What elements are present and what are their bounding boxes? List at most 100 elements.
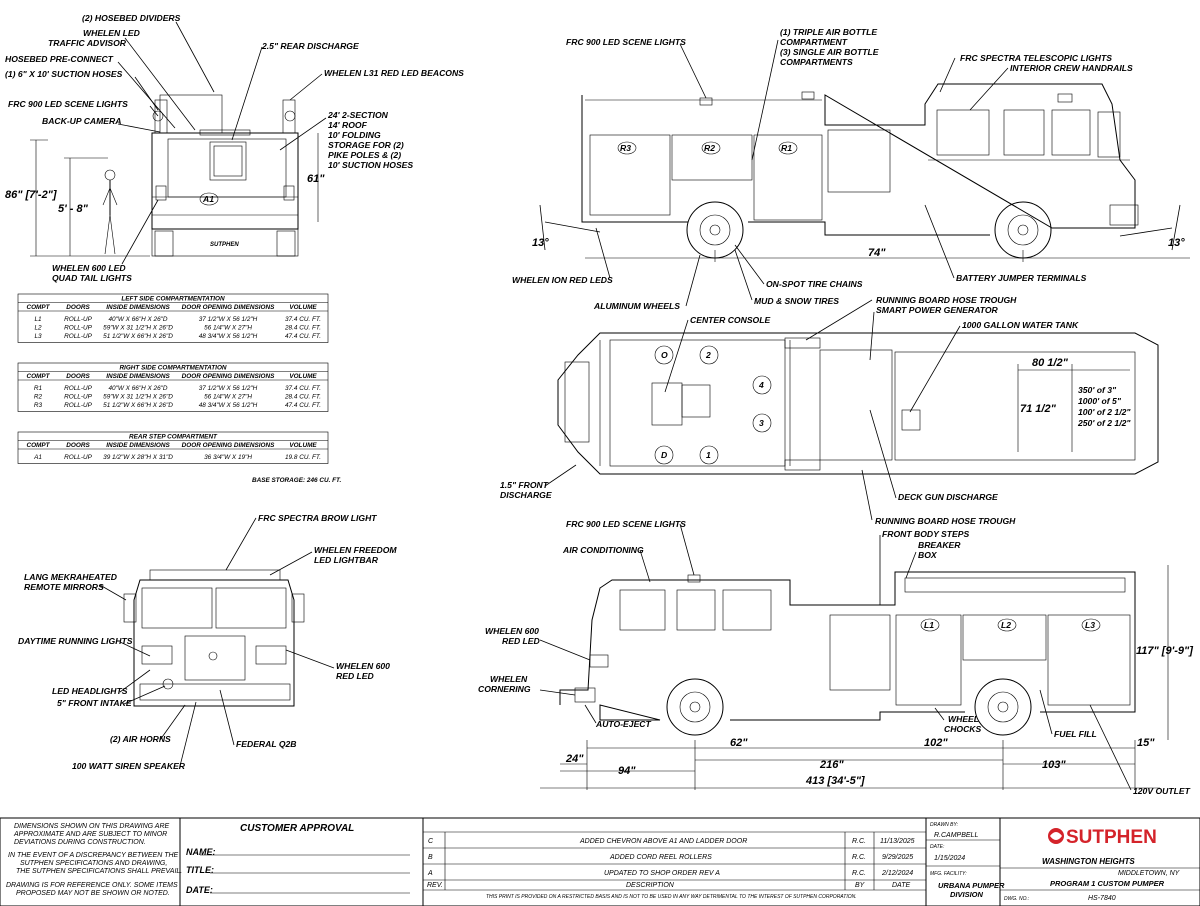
top-callout-front-discharge-1: 1.5" FRONT bbox=[500, 480, 549, 490]
table-title: LEFT SIDE COMPARTMENTATION bbox=[121, 296, 225, 303]
right-callout-ion: WHELEN ION RED LEDS bbox=[512, 275, 613, 285]
left-dim-15: 15" bbox=[1137, 737, 1155, 749]
rev-c-desc: ADDED CHEVRON ABOVE A1 AND LADDER DOOR bbox=[579, 838, 747, 845]
table-header: INSIDE DIMENSIONS bbox=[106, 373, 170, 380]
table-header: INSIDE DIMENSIONS bbox=[106, 304, 170, 311]
left-dim-94: 94" bbox=[618, 765, 636, 777]
right-callout-handrails: INTERIOR CREW HANDRAILS bbox=[1010, 63, 1133, 73]
approval-name-label: NAME: bbox=[186, 847, 216, 857]
rev-c-by: R.C. bbox=[852, 838, 866, 845]
callout-l31-beacons: WHELEN L31 RED LED BEACONS bbox=[324, 68, 464, 78]
hose-load-4: 250' of 2 1/2" bbox=[1077, 418, 1131, 428]
front-callout-air-horns: (2) AIR HORNS bbox=[110, 734, 171, 744]
table-cell: 48 3/4"W X 56 1/2"H bbox=[199, 402, 258, 409]
top-callout-trough: RUNNING BOARD HOSE TROUGH bbox=[876, 295, 1017, 305]
rear-view: A1 SUTPHEN 86" [7'-2"] 5' - 8" 61" (2) H… bbox=[5, 13, 464, 283]
table-cell: ROLL-UP bbox=[64, 454, 92, 461]
left-callout-auto-eject: AUTO-EJECT bbox=[595, 719, 652, 729]
left-callout-breaker-2: BOX bbox=[918, 550, 938, 560]
rev-a-desc: UPDATED TO SHOP ORDER REV A bbox=[604, 870, 720, 877]
right-side-view: R3 R2 R1 13° 13° 74" FRC 900 LED SCENE L… bbox=[512, 27, 1190, 311]
right-tag-r1: R1 bbox=[781, 143, 792, 153]
table-header: DOOR OPENING DIMENSIONS bbox=[182, 304, 275, 311]
left-callout-ac: AIR CONDITIONING bbox=[562, 545, 644, 555]
right-callout-air-1: (1) TRIPLE AIR BOTTLE bbox=[780, 27, 877, 37]
rear-compartment-tag: A1 bbox=[202, 194, 214, 204]
table-cell: 40"W X 66"H X 26"D bbox=[108, 316, 167, 323]
table-cell: 51 1/2"W X 66"H X 26"D bbox=[103, 402, 173, 409]
note-6: THE SUTPHEN SPECIFICATIONS SHALL PREVAIL… bbox=[16, 868, 182, 875]
left-callout-scene: FRC 900 LED SCENE LIGHTS bbox=[566, 519, 686, 529]
front-callout-mirrors-2: REMOTE MIRRORS bbox=[24, 582, 104, 592]
table-cell: ROLL-UP bbox=[64, 402, 92, 409]
left-callout-steps: FRONT BODY STEPS bbox=[882, 529, 969, 539]
callout-hosebed-dividers: (2) HOSEBED DIVIDERS bbox=[82, 13, 181, 23]
table-header: VOLUME bbox=[289, 373, 317, 380]
callout-traffic-advisor-1: WHELEN LED bbox=[83, 28, 140, 38]
hose-load-3: 100' of 2 1/2" bbox=[1078, 407, 1131, 417]
seat-2: 2 bbox=[705, 350, 711, 360]
table-cell: R3 bbox=[34, 402, 43, 409]
callout-tail-lights-1: WHELEN 600 LED bbox=[52, 263, 126, 273]
left-callout-red-led-2: RED LED bbox=[502, 636, 540, 646]
table-header: DOORS bbox=[66, 442, 90, 449]
right-callout-chains: ON-SPOT TIRE CHAINS bbox=[766, 279, 863, 289]
base-storage: BASE STORAGE: 246 CU. FT. bbox=[252, 477, 341, 484]
right-callout-air-3: (3) SINGLE AIR BOTTLE bbox=[780, 47, 879, 57]
rev-c-date: 11/13/2025 bbox=[880, 838, 915, 845]
table-cell: L3 bbox=[34, 333, 42, 340]
table-frame bbox=[17, 362, 329, 412]
rear-person-height: 5' - 8" bbox=[58, 203, 89, 215]
callout-ladder-5: PIKE POLES & (2) bbox=[328, 150, 401, 160]
rev-b-by: R.C. bbox=[852, 854, 866, 861]
right-dim-74: 74" bbox=[868, 247, 886, 259]
callout-tail-lights-2: QUAD TAIL LIGHTS bbox=[52, 273, 132, 283]
right-callout-battery: BATTERY JUMPER TERMINALS bbox=[956, 273, 1087, 283]
right-callout-wheels: ALUMINUM WHEELS bbox=[593, 301, 680, 311]
disclaimer: THIS PRINT IS PROVIDED ON A RESTRICTED B… bbox=[486, 894, 857, 900]
date-label: DATE: bbox=[930, 844, 945, 850]
hose-load-1: 350' of 3" bbox=[1078, 385, 1117, 395]
left-tag-l1: L1 bbox=[924, 620, 934, 630]
note-2: APPROXIMATE AND ARE SUBJECT TO MINOR bbox=[13, 831, 167, 838]
table-header: DOORS bbox=[66, 304, 90, 311]
title-block: DIMENSIONS SHOWN ON THIS DRAWING ARE APP… bbox=[0, 817, 1200, 906]
table-cell: ROLL-UP bbox=[64, 316, 92, 323]
table-cell: 39 1/2"W X 28"H X 31"D bbox=[103, 454, 173, 461]
front-view: FRC SPECTRA BROW LIGHT WHELEN FREEDOM LE… bbox=[18, 513, 397, 771]
left-callout-breaker-1: BREAKER bbox=[918, 540, 961, 550]
callout-ladder-4: STORAGE FOR (2) bbox=[328, 140, 404, 150]
table-header: COMPT bbox=[26, 373, 50, 380]
rev-b-date: 9/29/2025 bbox=[882, 854, 913, 861]
table-cell: 40"W X 66"H X 26"D bbox=[108, 385, 167, 392]
seat-d: D bbox=[661, 450, 667, 460]
approval-title-label: TITLE: bbox=[186, 865, 214, 875]
table-header: DOORS bbox=[66, 373, 90, 380]
dwg-no-label: DWG. NO.: bbox=[1004, 896, 1030, 902]
logo-text: SUTPHEN bbox=[1066, 827, 1157, 848]
left-callout-fuel: FUEL FILL bbox=[1054, 729, 1097, 739]
table-cell: 37.4 CU. FT. bbox=[285, 316, 321, 323]
callout-rear-scene-lights: FRC 900 LED SCENE LIGHTS bbox=[8, 99, 128, 109]
facility-1: URBANA PUMPER bbox=[938, 881, 1005, 890]
top-callout-console: CENTER CONSOLE bbox=[690, 315, 770, 325]
table-header: VOLUME bbox=[289, 442, 317, 449]
top-callout-generator: SMART POWER GENERATOR bbox=[876, 305, 999, 315]
hose-load-2: 1000' of 5" bbox=[1078, 396, 1122, 406]
rev-header-date: DATE bbox=[892, 882, 910, 889]
callout-ladder-1: 24' 2-SECTION bbox=[327, 110, 389, 120]
right-tag-r2: R2 bbox=[704, 143, 715, 153]
left-callout-red-led-1: WHELEN 600 bbox=[485, 626, 539, 636]
rev-a-letter: A bbox=[427, 870, 433, 877]
right-callout-scene: FRC 900 LED SCENE LIGHTS bbox=[566, 37, 686, 47]
rear-step-height: 61" bbox=[307, 173, 325, 185]
front-callout-lightbar-2: LED LIGHTBAR bbox=[314, 555, 379, 565]
left-callout-outlet: 120V OUTLET bbox=[1133, 786, 1191, 796]
rev-header-rev: REV. bbox=[427, 882, 443, 889]
note-5: SUTPHEN SPECIFICATIONS AND DRAWING, bbox=[20, 860, 167, 867]
front-callout-mirrors-1: LANG MEKRAHEATED bbox=[24, 572, 117, 582]
right-angle-front: 13° bbox=[1168, 237, 1185, 249]
table-cell: 59"W X 31 1/2"H X 26"D bbox=[103, 394, 173, 401]
approval-date-label: DATE: bbox=[186, 885, 213, 895]
